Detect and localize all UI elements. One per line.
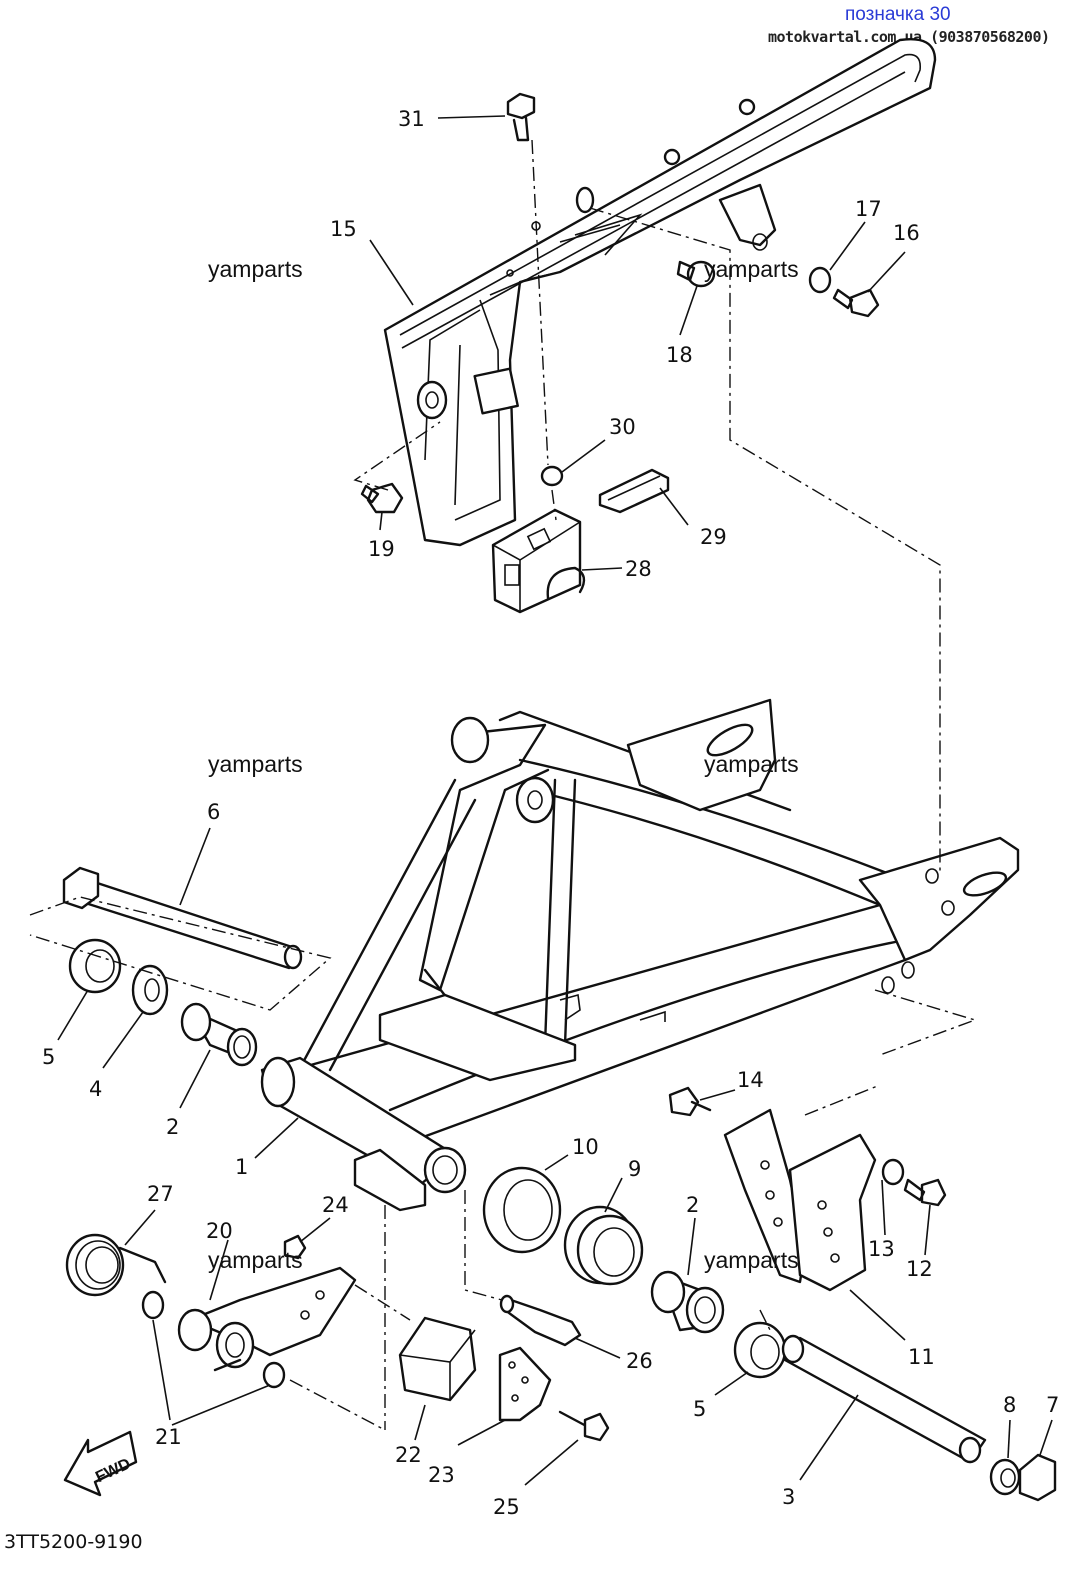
spring-27 — [65, 1233, 167, 1297]
pivot-shaft-6 — [62, 866, 303, 970]
callout-8: 8 — [1003, 1393, 1016, 1417]
bolt-19 — [360, 482, 404, 514]
bushing-2-right — [650, 1270, 725, 1334]
bolt-14 — [668, 1086, 712, 1117]
brake-arm-20 — [177, 1266, 357, 1372]
watermark: yamparts — [208, 256, 303, 282]
bolt-18 — [676, 260, 716, 288]
callout-23: 23 — [428, 1463, 455, 1487]
clip-29 — [598, 468, 670, 514]
callout-26: 26 — [626, 1349, 653, 1373]
callout-11: 11 — [908, 1345, 935, 1369]
callout-28: 28 — [625, 557, 652, 581]
washer-13 — [881, 1158, 905, 1186]
bushing-2-left — [180, 1002, 258, 1067]
callout-18: 18 — [666, 343, 693, 367]
seal-5-right — [733, 1321, 787, 1379]
washer-21-a — [141, 1290, 165, 1320]
chain-case — [383, 38, 937, 547]
callout-3: 3 — [782, 1485, 795, 1509]
nut-30 — [540, 465, 564, 487]
bracket-11 — [723, 1108, 877, 1292]
callout-labels: 31 15 17 16 18 30 29 28 19 6 5 4 2 1 10 … — [42, 107, 1059, 1519]
callout-17: 17 — [855, 197, 882, 221]
callout-21: 21 — [155, 1425, 182, 1449]
source-caption: motokvartal.com.ua (903870568200) — [768, 28, 1050, 46]
callout-27: 27 — [147, 1182, 174, 1206]
guide-block-28 — [491, 508, 586, 614]
callout-15: 15 — [330, 217, 357, 241]
seal-5-left — [68, 938, 122, 994]
washer-17 — [808, 266, 832, 294]
page-title: позначка 30 — [845, 4, 951, 25]
callout-12: 12 — [906, 1257, 933, 1281]
swingarm — [260, 698, 1020, 1212]
grease-nipple-26 — [499, 1294, 582, 1347]
callout-30: 30 — [609, 415, 636, 439]
bearing-9 — [563, 1205, 644, 1286]
callout-13: 13 — [868, 1237, 895, 1261]
callout-31: 31 — [398, 107, 425, 131]
washer-21-b — [262, 1361, 286, 1389]
bolt-31 — [506, 92, 536, 142]
callout-25: 25 — [493, 1495, 520, 1519]
callout-5-left: 5 — [42, 1045, 55, 1069]
bolt-25 — [558, 1410, 610, 1442]
callout-1: 1 — [235, 1155, 248, 1179]
callout-20: 20 — [206, 1219, 233, 1243]
watermark: yamparts — [208, 751, 303, 777]
assembly-lines — [29, 139, 978, 1431]
watermark: yamparts — [704, 1247, 799, 1273]
callout-24: 24 — [322, 1193, 349, 1217]
callout-7: 7 — [1046, 1393, 1059, 1417]
pivot-shaft-3 — [781, 1334, 987, 1464]
leader-lines — [57, 115, 1053, 1486]
callout-19: 19 — [368, 537, 395, 561]
washer-8 — [989, 1458, 1021, 1496]
watermark: yamparts — [704, 751, 799, 777]
callout-10: 10 — [572, 1135, 599, 1159]
watermark: yamparts — [704, 256, 799, 282]
seal-10 — [482, 1166, 562, 1254]
callout-16: 16 — [893, 221, 920, 245]
washer-4 — [131, 964, 169, 1016]
bracket-23 — [498, 1346, 552, 1422]
watermark: yamparts — [208, 1247, 303, 1273]
block-22 — [398, 1316, 477, 1402]
callout-9: 9 — [628, 1157, 641, 1181]
nut-7 — [1018, 1453, 1057, 1502]
bolt-12 — [903, 1178, 947, 1207]
callout-14: 14 — [737, 1068, 764, 1092]
callout-29: 29 — [700, 525, 727, 549]
callout-5-right: 5 — [693, 1397, 706, 1421]
callout-22: 22 — [395, 1443, 422, 1467]
diagram-code: 3TT5200-9190 — [4, 1531, 143, 1553]
callout-2-left: 2 — [166, 1115, 179, 1139]
callout-6: 6 — [207, 800, 220, 824]
callout-4: 4 — [89, 1077, 102, 1101]
bolt-16 — [832, 288, 880, 318]
callout-2-right: 2 — [686, 1193, 699, 1217]
fwd-arrow-icon: FWD — [63, 1430, 138, 1497]
